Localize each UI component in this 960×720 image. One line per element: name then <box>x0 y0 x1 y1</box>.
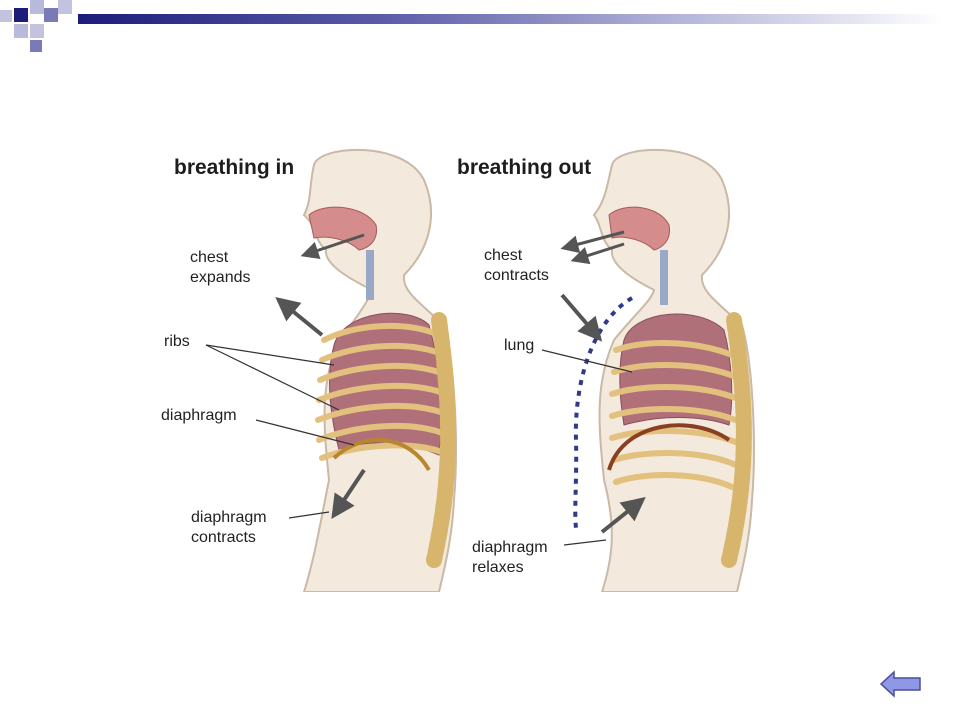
inhale-nasal-cavity <box>308 206 378 251</box>
breathing-out-heading: breathing out <box>457 156 592 179</box>
lung-label: lung <box>504 337 535 354</box>
inhale-figure <box>205 148 457 593</box>
breathing-in-heading: breathing in <box>174 156 295 179</box>
diaphragm-relaxes-pointer <box>563 539 607 546</box>
exhale-chest-outline <box>573 296 634 529</box>
exhale-figure <box>541 148 755 593</box>
exhale-diaphragm-line <box>607 423 731 471</box>
chest-contracts-arrow <box>560 293 603 342</box>
lung-pointer <box>541 349 633 373</box>
diaphragm-relaxes-arrow <box>600 497 646 534</box>
breathing-diagram: breathing in breathing out chest expands… <box>154 140 776 593</box>
exhale-nasal-cavity <box>608 206 671 251</box>
back-button[interactable] <box>880 670 922 698</box>
chest-expands-label: chest expands <box>190 249 251 286</box>
inhale-spine <box>426 312 457 568</box>
exhale-spine <box>721 312 752 568</box>
breathing-illustration <box>205 148 755 593</box>
ribs-label: ribs <box>164 333 190 350</box>
diaphragm-contracts-arrow <box>331 468 366 519</box>
ribs-pointer-1 <box>205 344 335 366</box>
slide-corner-squares <box>0 0 72 52</box>
diaphragm-label: diaphragm <box>161 407 237 424</box>
inhale-air-arrow <box>300 233 365 259</box>
inhale-diaphragm-line <box>332 437 431 472</box>
slide-header-bar <box>78 14 944 24</box>
chest-expands-arrow <box>275 296 324 337</box>
diaphragm-relaxes-label: diaphragm relaxes <box>472 539 548 576</box>
diaphragm-contracts-label: diaphragm contracts <box>191 509 267 546</box>
chest-contracts-label: chest contracts <box>484 247 549 284</box>
ribs-pointer-2 <box>205 344 340 411</box>
diaphragm-pointer <box>255 419 355 446</box>
exhale-air-arrow-2 <box>570 242 625 265</box>
exhale-air-arrow-1 <box>560 230 625 253</box>
inhale-ribs <box>315 322 451 461</box>
diaphragm-contracts-pointer <box>288 511 330 519</box>
back-arrow-icon <box>880 670 921 698</box>
